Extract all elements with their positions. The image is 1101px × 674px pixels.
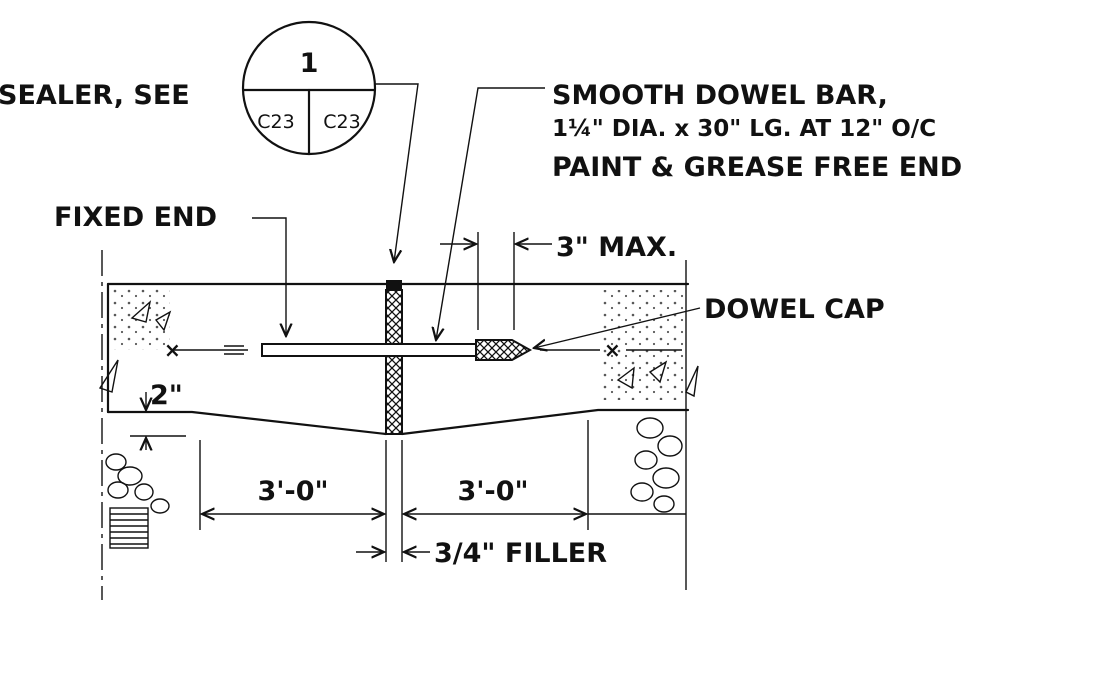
section-sheet-left: C23 (257, 111, 294, 133)
dowel-bar-leader (436, 87, 545, 340)
subgrade-left (105, 453, 170, 549)
fixed-end-label: FIXED END (54, 202, 217, 233)
fixed-end-leader (252, 217, 286, 336)
concrete-stipple-right (600, 290, 684, 400)
joint-filler (385, 289, 403, 435)
filler-label: 3/4" FILLER (434, 538, 607, 569)
dim-3ft-right-label: 3'-0" (457, 476, 528, 507)
dowel-cap (475, 339, 533, 361)
dowel-bar: × × (164, 338, 682, 362)
concrete-stipple-left (110, 288, 170, 350)
dim-2-label: 2" (150, 380, 183, 411)
svg-text:×: × (164, 338, 181, 362)
dim-3ft-left: 3'-0" (202, 476, 384, 514)
max-3-label: 3" MAX. (556, 232, 677, 263)
slab-section (98, 282, 699, 436)
dowel-bar-line2: 1¼" DIA. x 30" LG. AT 12" O/C (552, 116, 936, 142)
max-3-dimension: 3" MAX. (440, 232, 677, 330)
subgrade-right (630, 417, 683, 513)
joint-sealer (386, 280, 402, 290)
dowel-bar-line3: PAINT & GREASE FREE END (552, 152, 962, 183)
dim-3ft-right: 3'-0" (404, 476, 686, 514)
dim-3ft-left-label: 3'-0" (257, 476, 328, 507)
section-number: 1 (300, 48, 319, 79)
dim-filler: 3/4" FILLER (356, 538, 607, 569)
sealer-leader (375, 83, 419, 262)
dowel-cap-leader (534, 307, 701, 348)
svg-text:×: × (604, 338, 621, 362)
dowel-cap-label: DOWEL CAP (704, 294, 885, 325)
dim-2: 2" (130, 380, 186, 450)
dowel-bar-line1: SMOOTH DOWEL BAR, (552, 80, 888, 111)
dowel-bar-callout: SMOOTH DOWEL BAR, 1¼" DIA. x 30" LG. AT … (436, 80, 962, 340)
sealer-label: SEALER, SEE (0, 80, 190, 111)
section-reference-bubble: 1 C23 C23 (241, 20, 377, 156)
section-sheet-right: C23 (323, 111, 360, 133)
